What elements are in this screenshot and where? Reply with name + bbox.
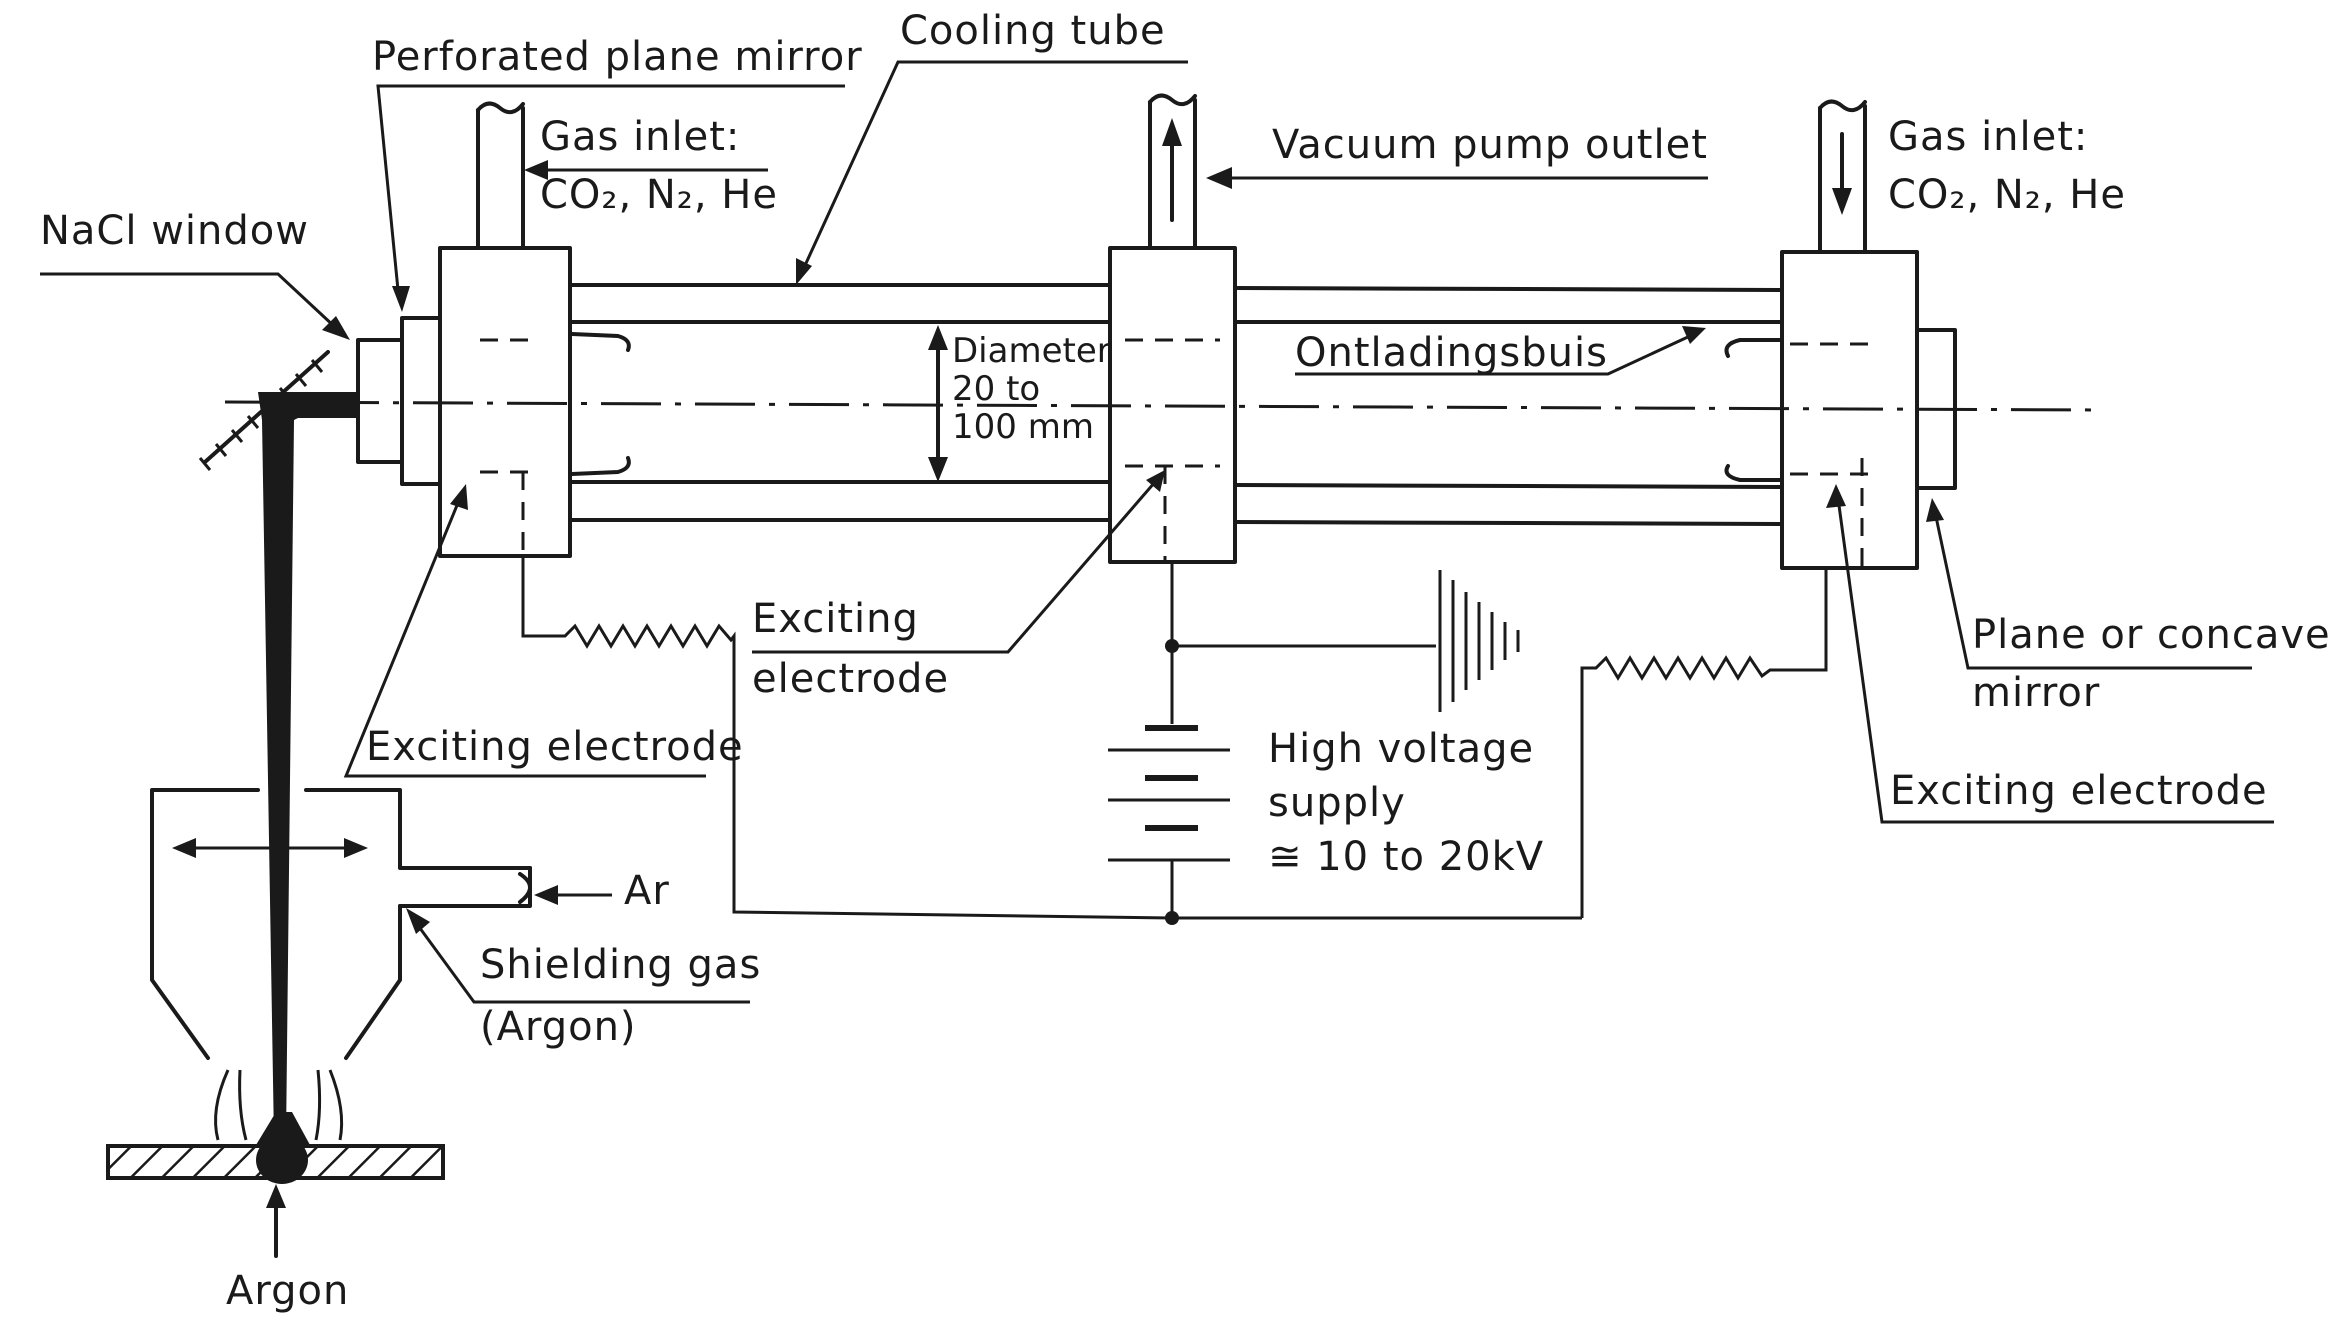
perforated-plane-mirror <box>400 316 442 486</box>
vacuum-pump-outlet-pipe <box>1148 93 1197 250</box>
workpiece <box>106 1136 445 1184</box>
label-exciting-electrode-left: Exciting electrode <box>366 724 744 770</box>
label-perforated-plane-mirror: Perforated plane mirror <box>372 34 863 80</box>
welding-nozzle <box>150 788 532 1184</box>
label-diameter-1: Diameter <box>952 331 1111 371</box>
label-plane-or-concave-mirror-2: mirror <box>1972 670 2100 716</box>
label-shielding-gas-2: (Argon) <box>480 1004 637 1050</box>
label-plane-or-concave-mirror-1: Plane or concave <box>1972 612 2331 658</box>
label-diameter-3: 100 mm <box>952 407 1094 447</box>
gas-inlet-right-pipe <box>1818 99 1867 254</box>
label-ontladingsbuis: Ontladingsbuis <box>1295 330 1608 376</box>
label-exciting-electrode-center-1: Exciting <box>752 596 919 642</box>
leader-lines <box>40 60 2274 1004</box>
label-high-voltage-1: High voltage <box>1268 726 1534 772</box>
discharge-tube <box>224 283 2101 526</box>
laser-beam <box>258 392 358 1140</box>
label-high-voltage-2: supply <box>1268 780 1406 826</box>
label-exciting-electrode-center-2: electrode <box>752 656 949 702</box>
label-gas-inlet-left-2: CO₂, N₂, He <box>540 172 778 218</box>
label-shielding-gas-1: Shielding gas <box>480 942 761 988</box>
label-gas-inlet-right-2: CO₂, N₂, He <box>1888 172 2126 218</box>
label-diameter-2: 20 to <box>952 369 1040 409</box>
label-ar: Ar <box>624 868 670 914</box>
ground-symbol <box>1438 570 1520 712</box>
label-exciting-electrode-right: Exciting electrode <box>1890 768 2268 814</box>
argon-arrow <box>266 1184 286 1258</box>
label-cooling-tube: Cooling tube <box>900 8 1166 54</box>
diameter-arrow <box>928 325 948 482</box>
label-gas-inlet-right-1: Gas inlet: <box>1888 114 2088 160</box>
gas-inlet-left-pipe <box>476 101 525 250</box>
circuit <box>521 556 1828 925</box>
nacl-window <box>356 338 404 464</box>
label-nacl-window: NaCl window <box>40 208 309 254</box>
label-vacuum-pump-outlet: Vacuum pump outlet <box>1272 122 1708 168</box>
label-high-voltage-3: ≅ 10 to 20kV <box>1268 834 1544 880</box>
label-gas-inlet-left-1: Gas inlet: <box>540 114 740 160</box>
plane-or-concave-mirror <box>1915 328 1957 490</box>
label-argon: Argon <box>226 1268 349 1314</box>
